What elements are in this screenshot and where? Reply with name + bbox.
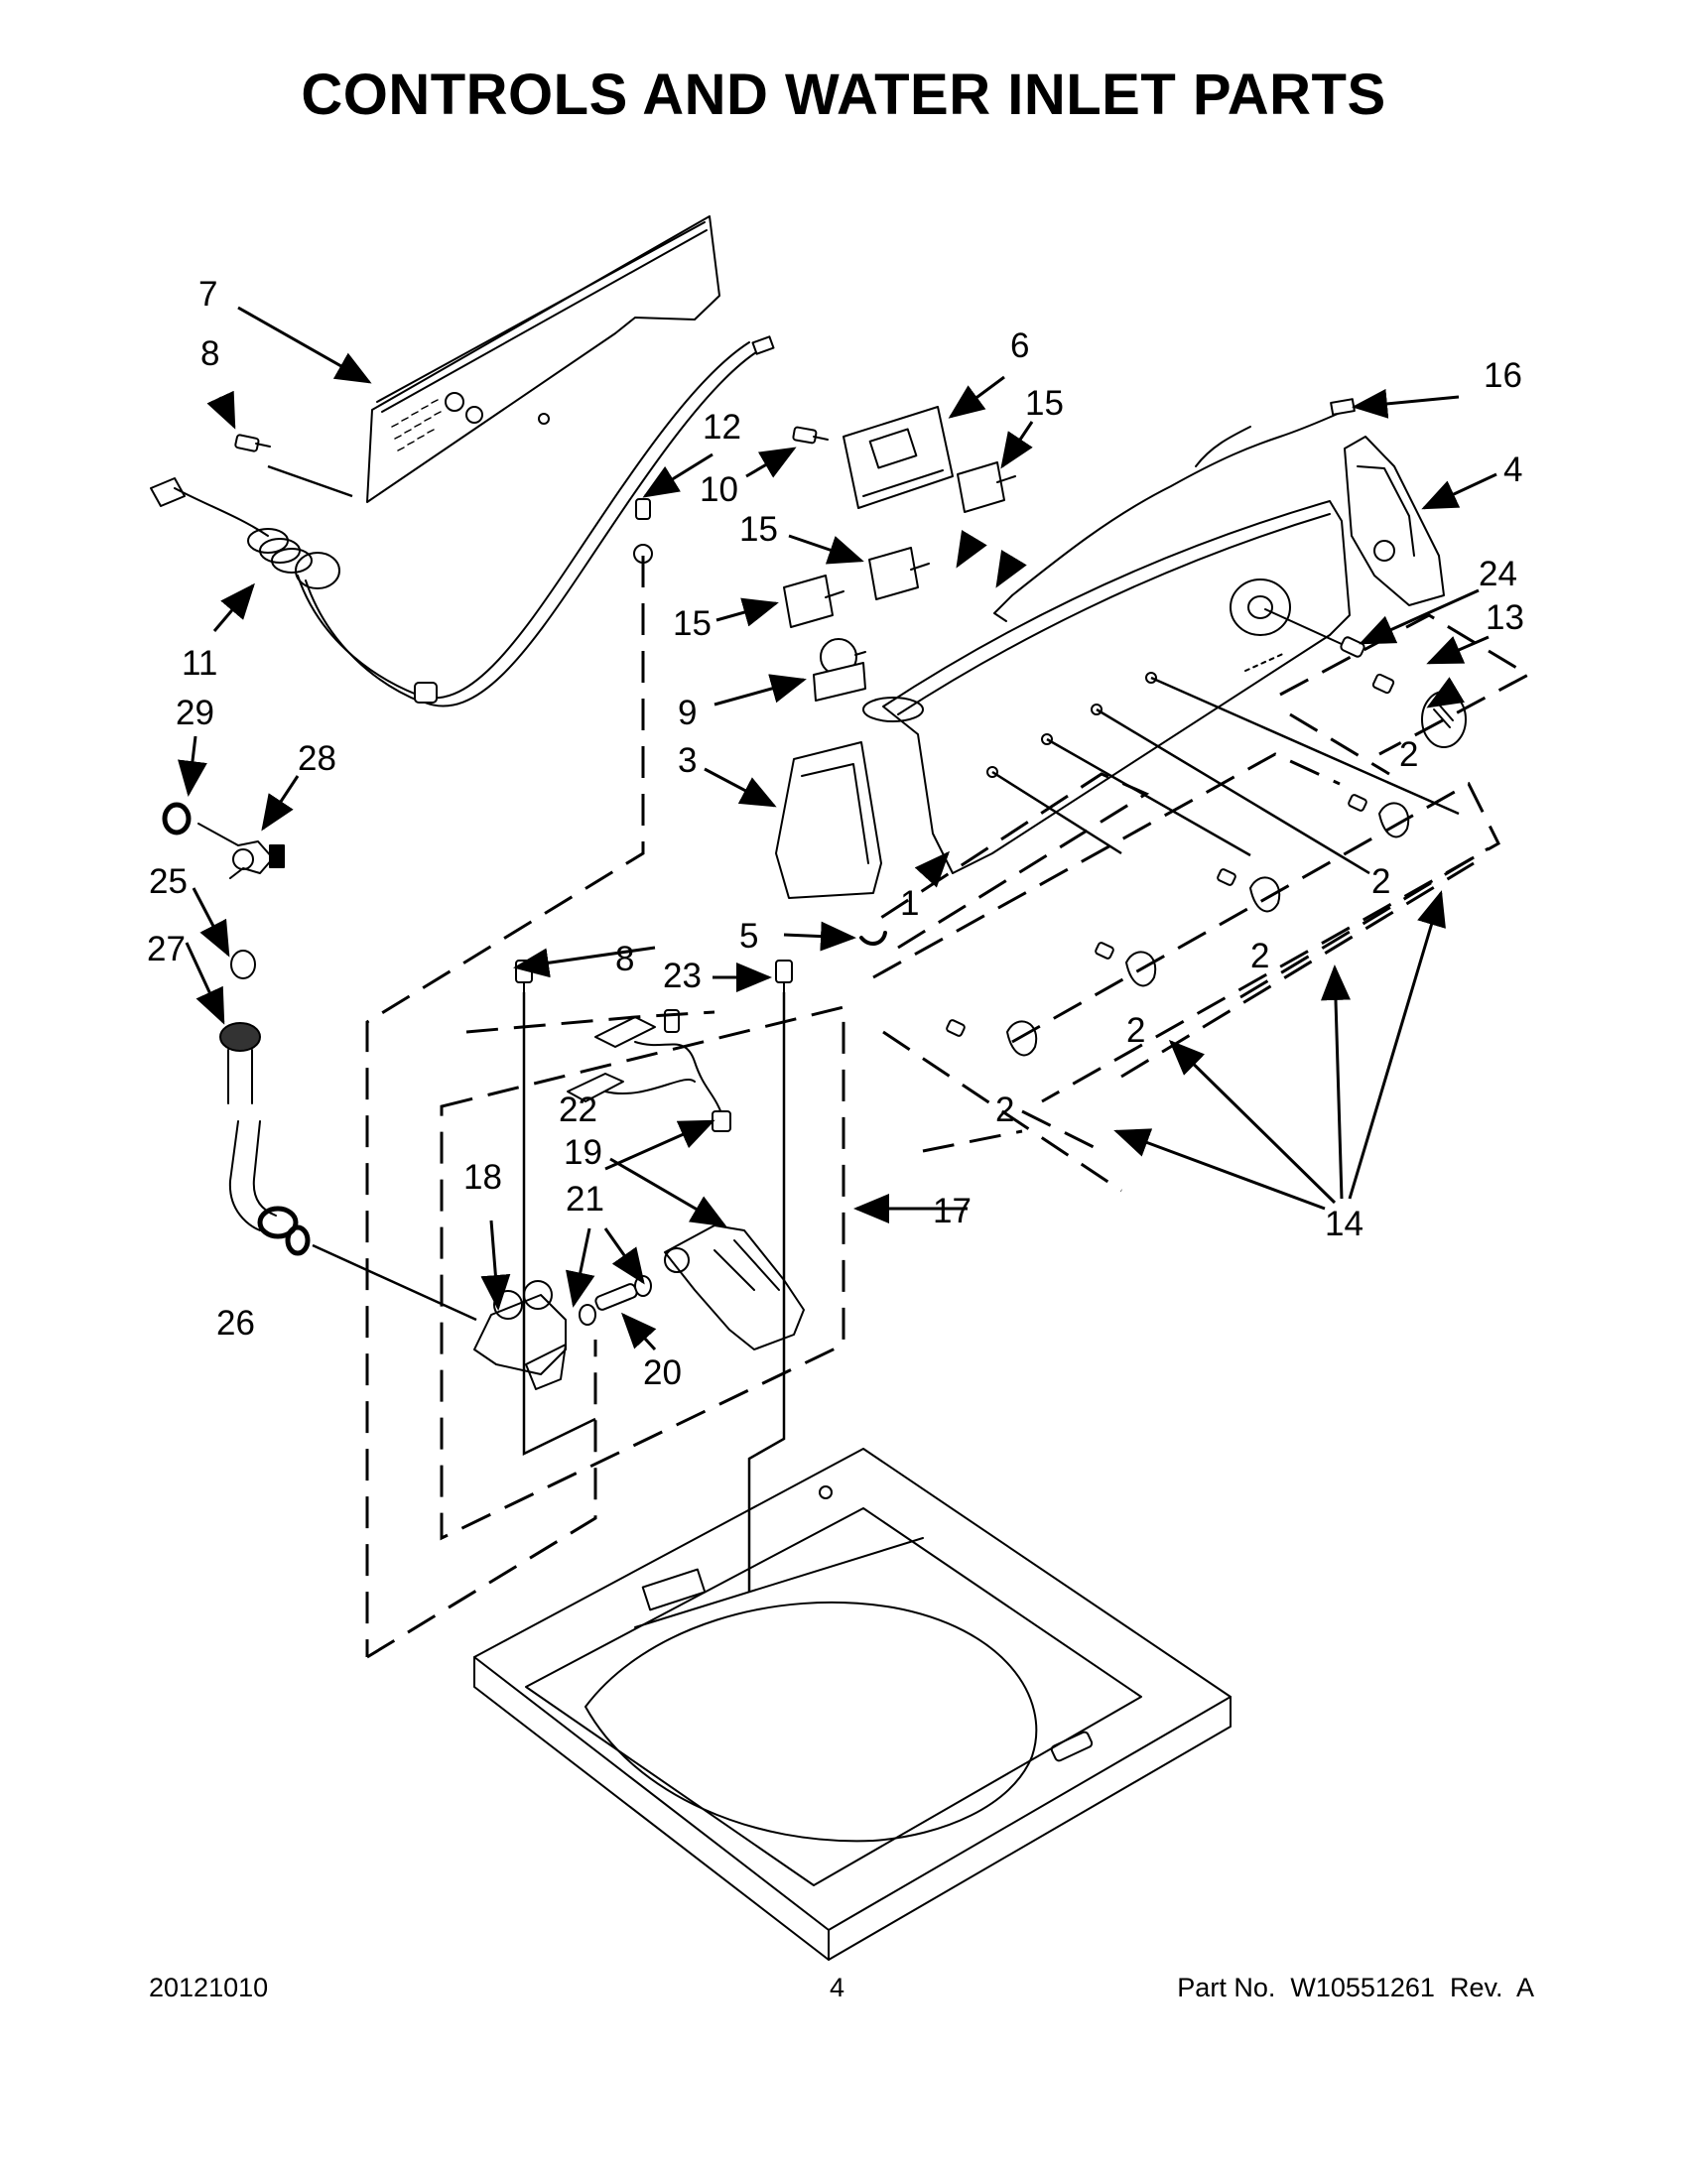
- callout-15-low: 15: [673, 604, 712, 643]
- callout-2-d: 2: [1126, 1011, 1145, 1050]
- callout-15-mid: 15: [739, 510, 778, 549]
- control-board-part-6: [843, 406, 954, 509]
- dispenser-part-19: [664, 1224, 805, 1350]
- callout-20: 20: [643, 1353, 682, 1392]
- callout-4: 4: [1503, 450, 1522, 489]
- callout-27: 27: [147, 930, 186, 968]
- connection-lines: [267, 464, 1460, 1593]
- callout-23: 23: [663, 957, 702, 995]
- callout-7: 7: [198, 275, 217, 314]
- callout-26: 26: [216, 1304, 255, 1343]
- wire-harness-part-16: [993, 398, 1356, 622]
- knob-part-2-main: [1371, 673, 1467, 748]
- callout-25: 25: [149, 862, 188, 901]
- screw-part-10: [792, 426, 829, 445]
- callout-13: 13: [1486, 598, 1524, 637]
- knob-part-2-row: [946, 794, 1410, 1057]
- washer-part-26: [285, 1224, 311, 1256]
- callout-12: 12: [703, 408, 741, 447]
- callout-2-c: 2: [1250, 937, 1269, 975]
- callout-11: 11: [182, 644, 217, 683]
- power-cord-part-11: [150, 477, 424, 704]
- screen-part-25: [230, 950, 256, 979]
- callout-17: 17: [933, 1192, 972, 1230]
- callout-28: 28: [298, 739, 336, 778]
- footer-date: 20121010: [149, 1973, 269, 2002]
- hose-part-20: [594, 1283, 638, 1311]
- callout-15-top: 15: [1025, 384, 1064, 423]
- assembly-lines: [365, 556, 1532, 1659]
- clip-part-5: [859, 931, 887, 946]
- callout-29: 29: [176, 694, 214, 732]
- screw-part-8: [234, 434, 271, 452]
- callout-6: 6: [1010, 326, 1029, 365]
- control-console-part-1: [862, 500, 1351, 874]
- selector-switch-part-9: [813, 638, 866, 702]
- callout-24: 24: [1479, 555, 1517, 593]
- cover-part-3: [775, 741, 882, 899]
- page-title: CONTROLS AND WATER INLET PARTS: [301, 63, 1386, 127]
- washer-top-cabinet: [473, 1448, 1232, 1961]
- switch-part-15-c: [783, 575, 844, 628]
- switch-part-15-b: [868, 547, 930, 600]
- callout-14: 14: [1325, 1205, 1363, 1243]
- callout-9: 9: [678, 694, 697, 732]
- callout-2-b: 2: [1371, 862, 1390, 901]
- screw-part-23: [775, 960, 793, 997]
- callout-5: 5: [739, 917, 758, 956]
- callout-19: 19: [564, 1133, 602, 1172]
- inlet-fitting-part-28: [197, 823, 285, 879]
- wire-harness: [414, 335, 775, 707]
- callout-2-e: 2: [995, 1091, 1014, 1129]
- water-valve-part-18: [473, 1280, 567, 1390]
- ground-screw-part-12: [633, 498, 653, 564]
- callout-8-lower: 8: [615, 940, 634, 978]
- callout-1: 1: [900, 884, 919, 923]
- callout-22: 22: [559, 1091, 597, 1129]
- footer-page-number: 4: [830, 1973, 845, 2002]
- inlet-hose-part-27: [219, 1022, 299, 1239]
- callout-21: 21: [566, 1180, 604, 1219]
- callout-10: 10: [700, 470, 738, 509]
- callout-16: 16: [1484, 356, 1522, 395]
- callout-arrows: [178, 306, 1497, 1351]
- callout-18: 18: [463, 1158, 502, 1197]
- callout-8-top: 8: [200, 334, 219, 373]
- callout-2-a: 2: [1399, 735, 1418, 774]
- switch-part-15-a: [957, 461, 1016, 513]
- callout-3: 3: [678, 741, 697, 780]
- callout-labels: 7 8 11 29 28 25 27 26 12 10 6 15 15 15 9…: [147, 275, 1524, 1392]
- end-cap-part-4: [1344, 436, 1445, 606]
- hose-washer-part-29: [162, 802, 192, 835]
- footer-part-number: Part No. W10551261 Rev. A: [1177, 1973, 1534, 2002]
- rear-panel-part-7: [366, 215, 720, 503]
- shaft-part-24: [1264, 608, 1365, 658]
